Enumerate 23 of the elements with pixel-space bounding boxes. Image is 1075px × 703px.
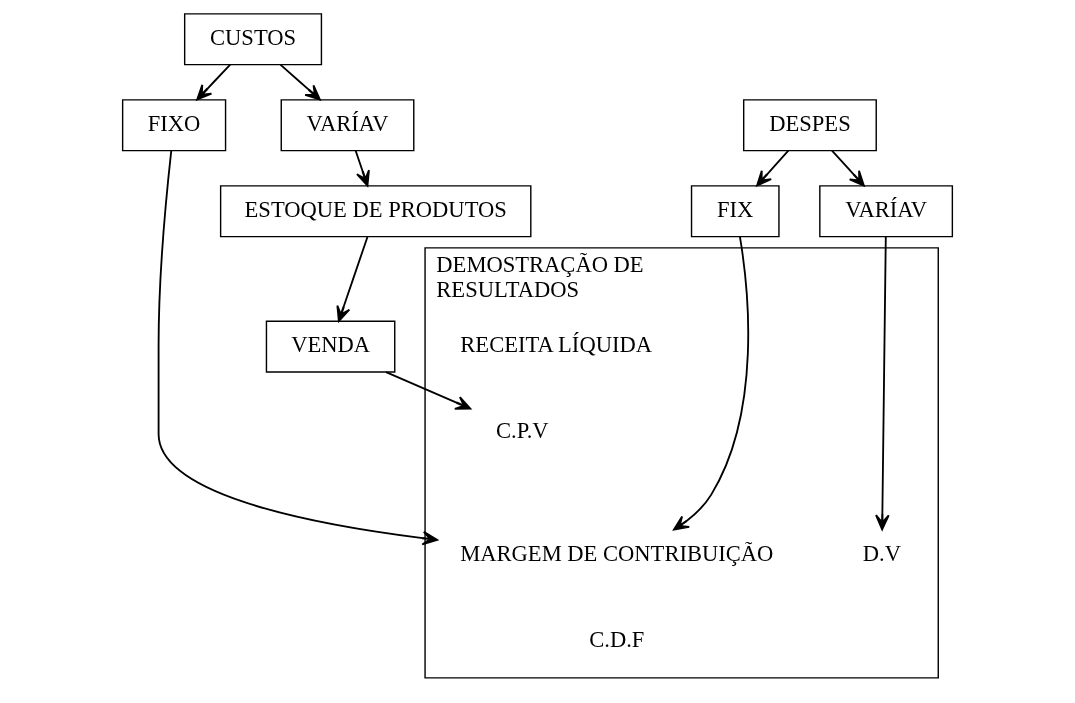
node-box: CUSTOS bbox=[183, 13, 323, 66]
arrow bbox=[385, 371, 472, 410]
arrow bbox=[354, 149, 370, 187]
arrow bbox=[336, 236, 369, 322]
node-text: RECEITA LÍQUIDA bbox=[460, 331, 653, 357]
arrow bbox=[875, 235, 890, 531]
arrow bbox=[196, 63, 232, 101]
node-box: VARÍAV bbox=[280, 99, 415, 152]
node-box: DESPES bbox=[743, 99, 877, 152]
node-box: FIXO bbox=[121, 99, 227, 152]
node-text: C.P.V bbox=[496, 417, 549, 443]
node-box: ESTOQUE DE PRODUTOS bbox=[219, 185, 532, 238]
arrow bbox=[756, 149, 790, 187]
node-text: C.D.F bbox=[589, 626, 645, 652]
arrow bbox=[831, 149, 865, 187]
node-box: VENDA bbox=[265, 320, 396, 373]
node-text: D.V bbox=[862, 540, 901, 566]
arrow bbox=[279, 63, 321, 101]
arrow bbox=[157, 149, 438, 546]
node-box: VARÍAV bbox=[819, 185, 954, 238]
node-box: FIX bbox=[690, 185, 780, 238]
arrow bbox=[673, 235, 750, 531]
node-text: MARGEM DE CONTRIBUIÇÃO bbox=[460, 540, 774, 566]
